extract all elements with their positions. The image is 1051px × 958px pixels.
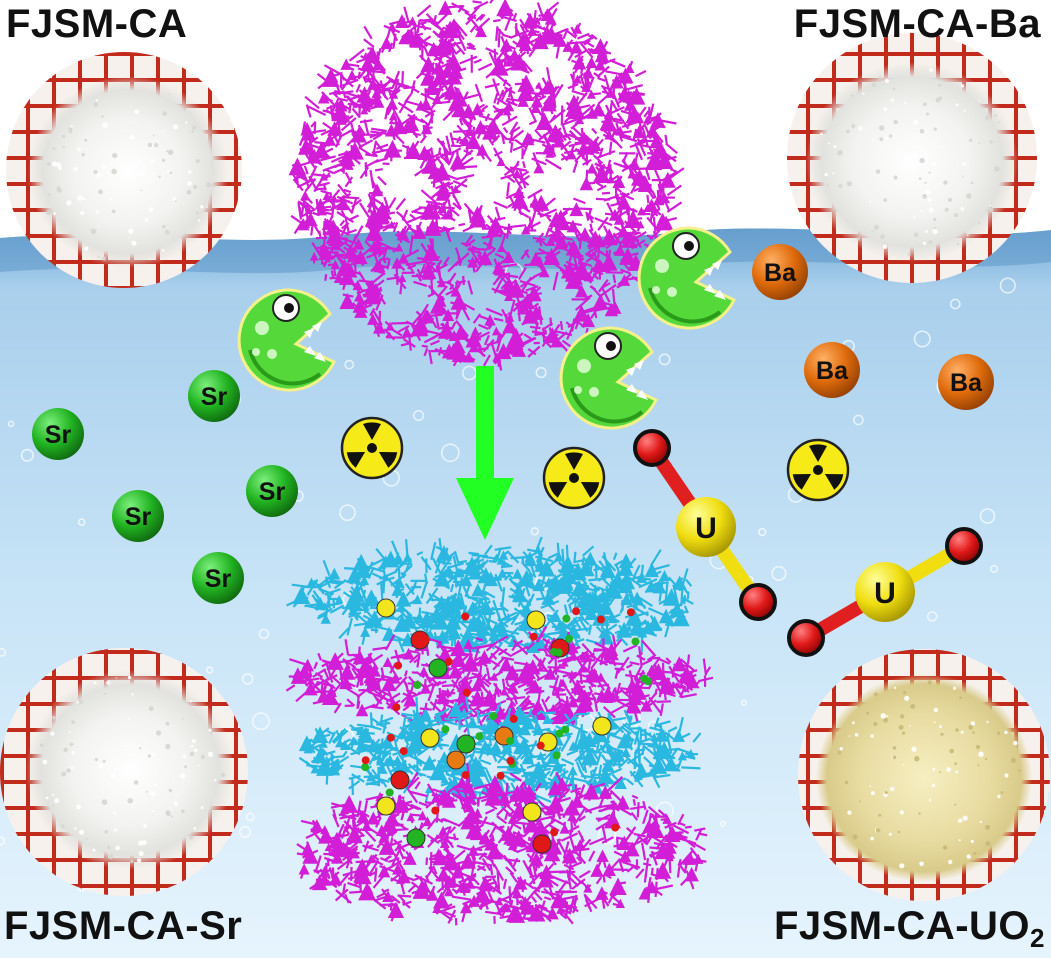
- uranyl-molecule-icon: U: [787, 527, 983, 657]
- framework-loaded: [285, 536, 714, 926]
- water-body: [0, 228, 1051, 958]
- label-subscript: 2: [1030, 923, 1045, 953]
- uranyl-molecule-icon: U: [633, 429, 777, 621]
- crystal-speckles: [39, 68, 1021, 869]
- ba-ion: Ba: [752, 244, 808, 300]
- uranium-label: U: [874, 577, 896, 610]
- sr-ion: Sr: [246, 465, 298, 517]
- ba-ion: Ba: [804, 342, 860, 398]
- label-fjsm-ca-uo2-main: FJSM-CA-UO: [773, 904, 1031, 948]
- sample-photo-fjsm-ca: [6, 52, 242, 288]
- sample-photo-fjsm-ca-uo2: [798, 649, 1050, 901]
- label-fjsm-ca-sr: FJSM-CA-Sr: [4, 904, 243, 948]
- radiation-icon: [786, 438, 850, 502]
- label-fjsm-ca-ba: FJSM-CA-Ba: [793, 2, 1041, 46]
- uranium-label: U: [695, 512, 717, 545]
- radiation-icon: [340, 416, 404, 480]
- sample-photo-fjsm-ca-sr: [0, 648, 248, 896]
- sample-photo-fjsm-ca-ba: [787, 33, 1037, 283]
- radiation-icon: [542, 446, 606, 510]
- ba-ion: Ba: [938, 354, 994, 410]
- label-fjsm-ca-uo2: FJSM-CA-UO2: [774, 906, 1045, 951]
- sr-ion: Sr: [112, 490, 164, 542]
- framework-pristine: [288, 0, 685, 371]
- sr-ion: Sr: [188, 370, 240, 422]
- label-fjsm-ca: FJSM-CA: [6, 2, 188, 46]
- sr-ion: Sr: [192, 552, 244, 604]
- sr-ion: Sr: [32, 408, 84, 460]
- transformation-arrow: [456, 366, 514, 540]
